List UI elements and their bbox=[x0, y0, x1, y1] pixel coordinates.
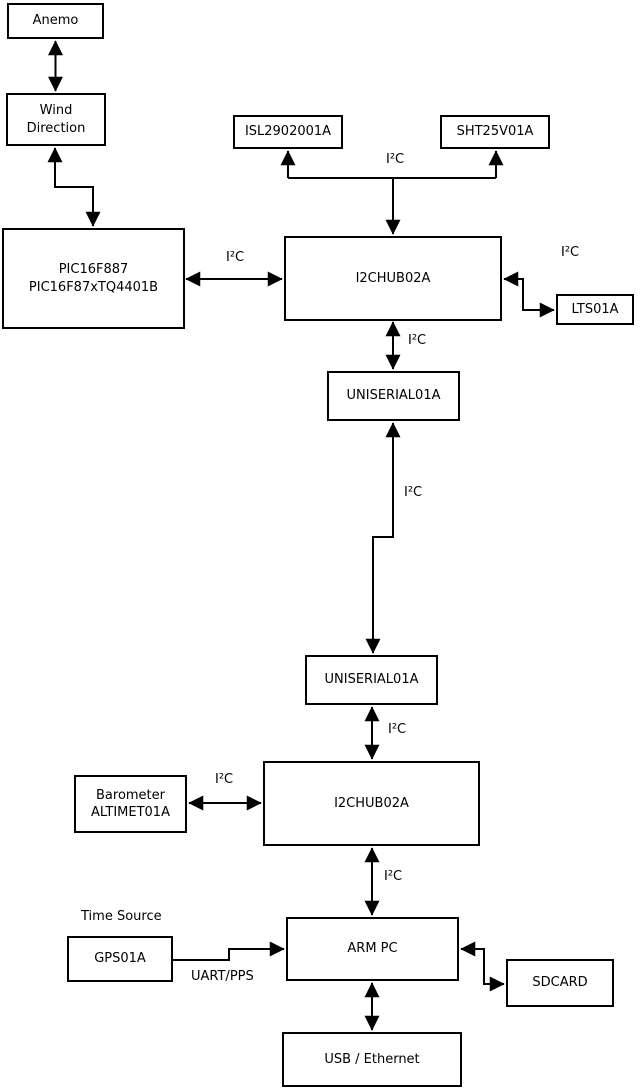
node-wind-direction: Wind Direction bbox=[6, 93, 106, 146]
edge-label-i2c-barometer-hub2: I²C bbox=[215, 772, 234, 787]
annotation-time-source: Time Source bbox=[81, 909, 162, 924]
annotation-uart-pps: UART/PPS bbox=[191, 969, 254, 984]
node-gps01a: GPS01A bbox=[67, 936, 173, 982]
edge-label-i2c-uniserial2-hub2: I²C bbox=[388, 722, 407, 737]
node-i2chub02a-1: I2CHUB02A bbox=[284, 236, 502, 321]
node-pic16f887: PIC16F887 PIC16F87xTQ4401B bbox=[2, 228, 185, 329]
edge-label-i2c-hub1-uniserial1: I²C bbox=[408, 333, 427, 348]
edge-label-i2c-sensor-bus: I²C bbox=[386, 152, 405, 167]
connector-wind-pic bbox=[47, 147, 101, 227]
connector-hub1-lts bbox=[503, 271, 555, 318]
connector-gps-armpc bbox=[173, 941, 285, 961]
connector-armpc-sdcard bbox=[460, 941, 505, 992]
connector-uniserial1-uniserial2 bbox=[365, 422, 401, 654]
node-barometer-altimet01a: Barometer ALTIMET01A bbox=[74, 775, 187, 833]
node-lts01a: LTS01A bbox=[556, 294, 634, 325]
edge-label-i2c-hub1-lts: I²C bbox=[561, 245, 580, 260]
node-sdcard: SDCARD bbox=[506, 959, 614, 1007]
edge-label-i2c-uniserial1-uniserial2: I²C bbox=[404, 485, 423, 500]
node-sht25v01a: SHT25V01A bbox=[440, 115, 550, 149]
node-anemo: Anemo bbox=[7, 3, 104, 39]
node-usb-ethernet: USB / Ethernet bbox=[282, 1032, 462, 1087]
node-isl2902001a: ISL2902001A bbox=[233, 115, 343, 149]
node-arm-pc: ARM PC bbox=[286, 917, 459, 981]
edge-label-i2c-hub2-armpc: I²C bbox=[384, 869, 403, 884]
node-i2chub02a-2: I2CHUB02A bbox=[263, 761, 480, 846]
edge-label-i2c-pic-hub1: I²C bbox=[226, 250, 245, 265]
node-uniserial01a-2: UNISERIAL01A bbox=[305, 655, 438, 705]
node-uniserial01a-1: UNISERIAL01A bbox=[327, 371, 460, 421]
